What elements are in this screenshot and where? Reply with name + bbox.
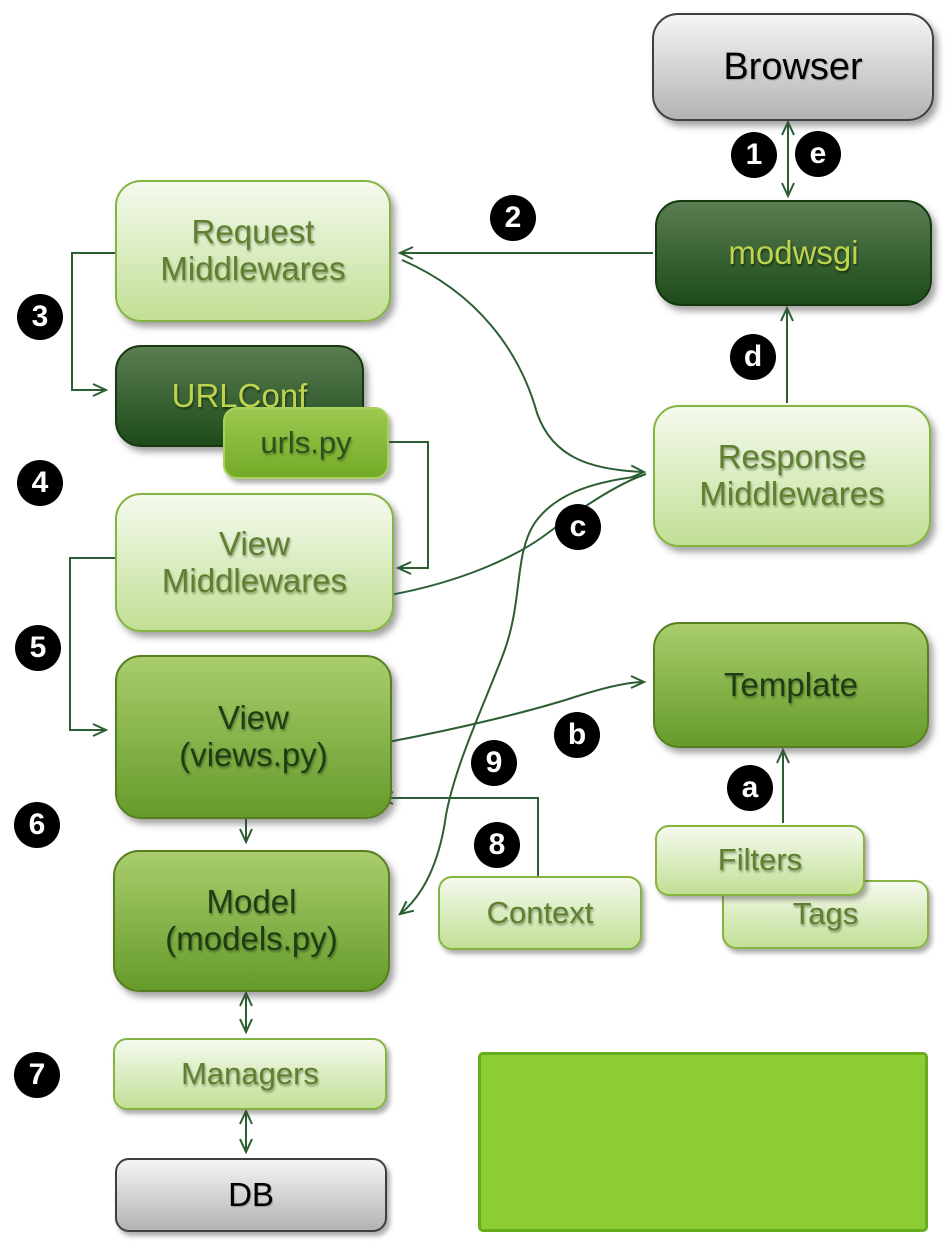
- view-line2: (views.py): [179, 736, 328, 773]
- step-badge-8: 8: [474, 822, 520, 868]
- node-response-middlewares: Response Middlewares: [653, 405, 931, 547]
- edge-junction-to-model: [398, 475, 643, 916]
- step-badge-d: d: [730, 334, 776, 380]
- node-request-middlewares: Request Middlewares: [115, 180, 391, 322]
- node-context: Context: [438, 876, 642, 950]
- node-managers: Managers: [113, 1038, 387, 1110]
- edge-view-to-template: [387, 675, 647, 743]
- node-view-middlewares: View Middlewares: [115, 493, 394, 632]
- node-urls-py: urls.py: [223, 407, 389, 479]
- node-managers-label: Managers: [181, 1055, 319, 1091]
- edge-request-middlewares-to-urlconf: [71, 252, 115, 397]
- step-badge-e: e: [795, 131, 841, 177]
- step-badge-4: 4: [17, 460, 63, 506]
- node-model: Model (models.py): [113, 850, 390, 992]
- step-badge-b: b: [554, 712, 600, 758]
- node-filters-label: Filters: [717, 842, 803, 878]
- step-badge-6: 6: [14, 802, 60, 848]
- node-browser: Browser: [652, 13, 934, 121]
- step-badge-a: a: [727, 765, 773, 811]
- step-badge-c: c: [555, 504, 601, 550]
- step-badge-3: 3: [17, 294, 63, 340]
- model-line1: Model: [206, 883, 297, 921]
- edge-view-middlewares-to-view: [69, 557, 115, 737]
- step-badge-7: 7: [14, 1052, 60, 1098]
- view-line1: View: [218, 699, 289, 737]
- node-urls-py-label: urls.py: [260, 424, 352, 460]
- edge-request-middlewares-to-response-middlewares: [401, 259, 647, 479]
- step-badge-5: 5: [15, 625, 61, 671]
- node-template-label: Template: [724, 665, 858, 703]
- node-view: View (views.py): [115, 655, 392, 819]
- node-template: Template: [653, 622, 929, 748]
- node-modwsgi: modwsgi: [655, 200, 932, 306]
- step-badge-9: 9: [471, 740, 517, 786]
- response-middlewares-line1: Response: [717, 438, 867, 476]
- node-modwsgi-label: modwsgi: [728, 233, 859, 271]
- view-middlewares-line1: View: [219, 524, 290, 562]
- edge-view-middlewares-to-response-middlewares: [389, 473, 647, 596]
- node-filters: Filters: [655, 825, 865, 896]
- legend: Your code Extendable External Django: [478, 1052, 928, 1232]
- step-badge-1: 1: [731, 132, 777, 178]
- node-db: DB: [115, 1158, 387, 1232]
- model-line2: (models.py): [165, 920, 338, 957]
- node-tags-label: Tags: [792, 896, 859, 932]
- request-middlewares-line1: Request: [191, 213, 315, 251]
- step-badge-2: 2: [490, 195, 536, 241]
- request-middlewares-line2: Middlewares: [160, 250, 346, 287]
- response-middlewares-line2: Middlewares: [699, 475, 885, 512]
- node-context-label: Context: [486, 894, 594, 930]
- view-middlewares-line2: Middlewares: [161, 561, 348, 599]
- node-db-label: DB: [228, 1175, 274, 1213]
- node-browser-label: Browser: [723, 45, 863, 88]
